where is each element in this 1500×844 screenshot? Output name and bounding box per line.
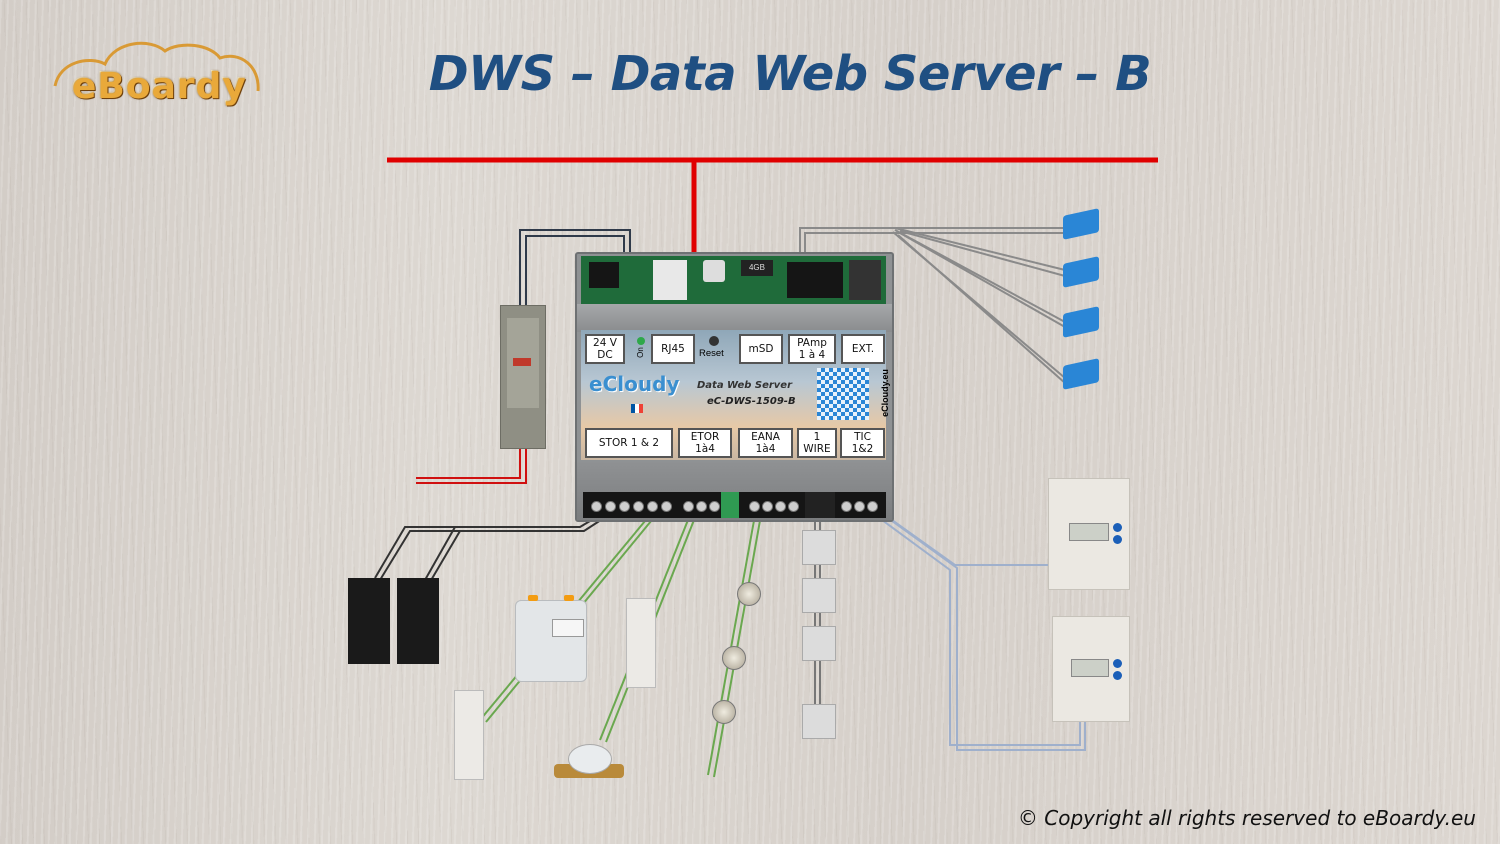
- logo-text: eBoardy: [72, 66, 247, 107]
- psu-output-wire-2: [525, 235, 625, 320]
- electricity-meter: [1048, 478, 1130, 590]
- terminal-screw: [591, 501, 602, 512]
- temperature-sensor: [802, 530, 836, 565]
- relay-module: [348, 578, 390, 664]
- terminal-screw: [867, 501, 878, 512]
- dws-front-panel: 24 V DC On RJ45 Reset mSD PAmp 1 à 4 EXT…: [581, 330, 890, 460]
- electricity-meter: [1052, 616, 1130, 722]
- cloud-icon: [53, 41, 260, 92]
- ct-wires: [799, 227, 1066, 384]
- terminal-screw: [854, 501, 865, 512]
- terminal-screw: [775, 501, 786, 512]
- terminal-screw: [841, 501, 852, 512]
- push-button: [737, 582, 761, 606]
- temperature-sensor: [802, 578, 836, 613]
- psu-input-wire: [416, 440, 521, 479]
- rj45-port: [653, 260, 687, 300]
- product-name: Data Web Server: [697, 380, 793, 391]
- water-meter: [554, 740, 624, 782]
- label-eana: EANA 1à4: [738, 428, 793, 458]
- temperature-sensor: [802, 704, 836, 739]
- push-button: [722, 646, 746, 670]
- stor-wires: [374, 514, 605, 583]
- temperature-sensor: [802, 626, 836, 661]
- terminal-screw: [683, 501, 694, 512]
- terminal-screw: [788, 501, 799, 512]
- label-power: 24 V DC: [585, 334, 625, 364]
- terminal-screw: [661, 501, 672, 512]
- label-tic: TIC 1&2: [840, 428, 885, 458]
- relay-module: [397, 578, 439, 664]
- reset-label: Reset: [699, 348, 724, 359]
- bottom-terminals: [583, 492, 886, 518]
- psu-output-wire: [519, 229, 631, 320]
- terminal-screw: [709, 501, 720, 512]
- pamp-terminal: [787, 262, 843, 298]
- din-power-supply: [500, 305, 546, 449]
- eboardy-logo: eBoardy: [50, 36, 265, 116]
- qr-code: [817, 368, 869, 420]
- on-led: [637, 337, 645, 345]
- terminal-screw: [749, 501, 760, 512]
- push-button: [712, 700, 736, 724]
- tic-wires: [881, 514, 1086, 751]
- page-title: DWS – Data Web Server – B: [428, 46, 1152, 102]
- dws-module: 4GB 24 V DC On RJ45 Reset mSD PAmp 1 à 4…: [575, 252, 894, 522]
- on-label: On: [635, 347, 645, 358]
- sd-card: 4GB: [741, 260, 773, 276]
- label-pamp: PAmp 1 à 4: [788, 334, 836, 364]
- terminal-screw: [605, 501, 616, 512]
- gas-meter: [515, 595, 587, 682]
- din-energy-meter: [454, 690, 484, 780]
- power-terminal: [589, 262, 619, 288]
- dws-connector-board: 4GB: [581, 256, 886, 304]
- label-msd: mSD: [739, 334, 783, 364]
- terminal-screw: [633, 501, 644, 512]
- terminal-screw: [696, 501, 707, 512]
- side-url: eCloudy.eu: [879, 369, 890, 417]
- terminal-screw: [619, 501, 630, 512]
- label-onewire: 1 WIRE: [797, 428, 837, 458]
- label-stor: STOR 1 & 2: [585, 428, 673, 458]
- psu-input-wire-2: [416, 440, 527, 484]
- ext-port: [849, 260, 881, 300]
- label-etor: ETOR 1à4: [678, 428, 732, 458]
- terminal-screw: [762, 501, 773, 512]
- reset-button: [709, 336, 719, 346]
- france-flag-icon: [631, 404, 643, 413]
- ecloudy-brand: eCloudy: [589, 372, 680, 396]
- copyright-notice: © Copyright all rights reserved to eBoar…: [1017, 806, 1476, 830]
- terminal-screw: [647, 501, 658, 512]
- label-ext: EXT.: [841, 334, 885, 364]
- reset-switch: [703, 260, 725, 282]
- label-rj45: RJ45: [651, 334, 695, 364]
- product-model: eC-DWS-1509-B: [707, 396, 796, 407]
- din-energy-meter: [626, 598, 656, 688]
